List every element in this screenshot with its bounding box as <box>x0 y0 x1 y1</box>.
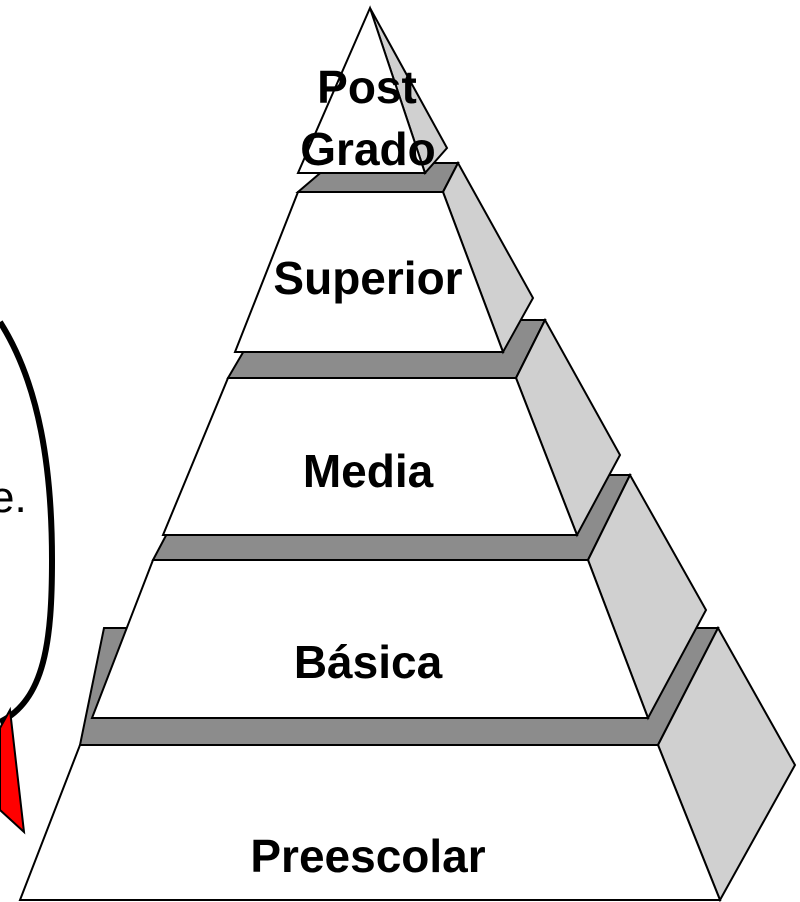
level-face-media <box>161 377 579 536</box>
level-face-post-grado <box>296 5 427 174</box>
pyramid-level-superior: Superior <box>233 160 535 355</box>
pyramid-level-post-grado: Post Grado <box>296 5 449 175</box>
level-label-superior: Superior <box>273 252 462 304</box>
level-face-basica <box>90 559 650 719</box>
level-label-basica: Básica <box>294 636 443 688</box>
callout-outline <box>0 320 56 725</box>
level-label-media: Media <box>303 445 434 497</box>
level-face-preescolar <box>18 744 722 901</box>
level-face-superior <box>233 191 505 353</box>
callout-bubble: e. <box>0 320 56 835</box>
level-label-preescolar: Preescolar <box>250 830 485 882</box>
level-label-post-grado-line1: Post <box>317 61 417 113</box>
callout-pointer <box>0 706 26 835</box>
callout-fragment-text: e. <box>0 473 27 522</box>
level-label-post-grado-line2: Grado <box>300 123 435 175</box>
